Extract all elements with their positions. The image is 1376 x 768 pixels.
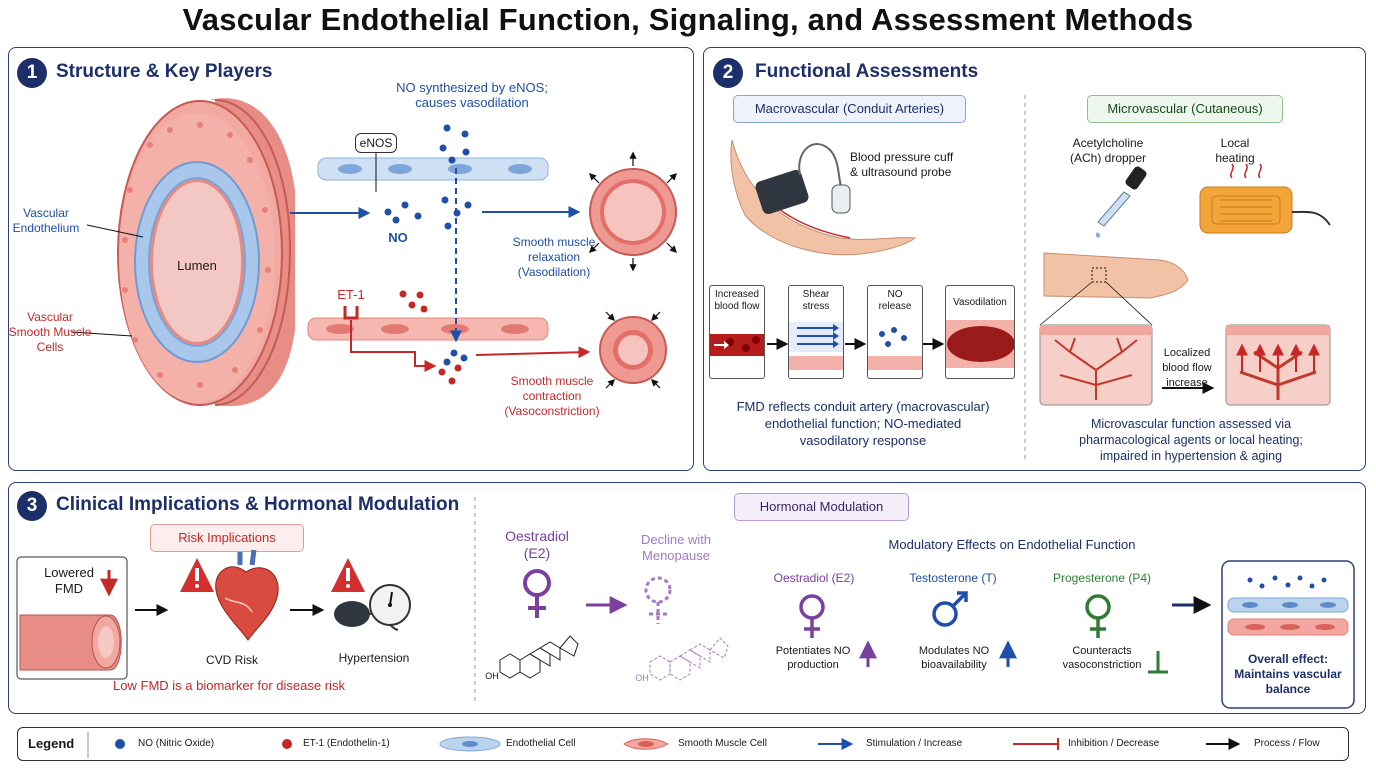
microvessel-after (1225, 324, 1331, 406)
hormone-effect-oestradiol: Potentiates NO production (775, 645, 851, 671)
legend-symbols (87, 732, 1241, 758)
panel-2-title: Functional Assessments (755, 61, 979, 82)
oestradiol-label: Oestradiol (E2) (505, 528, 569, 561)
hormone-name-progesterone: Progesterone (P4) (1052, 571, 1152, 585)
relaxation-label: Smooth muscle relaxation (Vasodilation) (512, 235, 596, 279)
cvd-risk-label: CVD Risk (205, 653, 258, 667)
forearm-micro (1039, 252, 1189, 326)
risk-implications-pill: Risk Implications (150, 524, 304, 552)
bp-monitor-icon (334, 584, 411, 631)
overall-effect-label: Overall effect: Maintains vascular balan… (1234, 652, 1342, 696)
macrovascular-pill: Macrovascular (Conduit Arteries) (733, 95, 966, 123)
legend-title: Legend (28, 736, 75, 751)
panel-2-number: 2 (713, 58, 743, 88)
warning-icon (180, 558, 214, 592)
ach-dropper-label: Acetylcholine (ACh) dropper (1069, 136, 1147, 165)
panel-1-title: Structure & Key Players (56, 61, 273, 82)
lumen-label: Lumen (177, 258, 217, 273)
inhibition-icon (1148, 651, 1168, 674)
microvessel-before (1039, 324, 1153, 406)
lowered-fmd-label: Lowered FMD (44, 565, 94, 596)
constricted-vessel-icon (599, 311, 667, 389)
fmd-description: FMD reflects conduit artery (macrovascul… (736, 399, 990, 448)
narrow-vessel-icon (19, 614, 122, 671)
panel-3-number: 3 (17, 491, 47, 521)
dilated-vessel-icon (588, 151, 678, 272)
oestradiol-symbol-icon (799, 594, 825, 638)
no-molecules (384, 124, 472, 366)
legend-endothelial-cell: Endothelial Cell (506, 738, 576, 749)
smooth-muscle-label: Vascular Smooth Muscle Cells (8, 310, 92, 354)
decline-menopause-label: Decline with Menopause (640, 532, 712, 563)
estradiol-structure-icon (499, 635, 579, 679)
step-increased-blood-flow: Increased blood flow (709, 285, 765, 379)
hormone-effect-testosterone: Modulates NO bioavailability (918, 645, 990, 671)
legend: Legend NO (Nitric Oxide) ET-1 (Endotheli… (17, 727, 1349, 761)
legend-no: NO (Nitric Oxide) (138, 738, 215, 749)
step-shear-stress: Shear stress (788, 285, 844, 379)
cuff-probe-label: Blood pressure cuff & ultrasound probe (850, 150, 954, 179)
heating-pad-icon (1199, 163, 1331, 234)
no-label: NO (388, 230, 408, 245)
oh-label: OH (485, 671, 499, 681)
testosterone-symbol-icon (932, 591, 968, 627)
hormone-effect-progesterone: Counteracts vasoconstriction (1062, 645, 1142, 671)
hormone-name-oestradiol: Oestradiol (E2) (773, 571, 855, 585)
endothelium-label: Vascular Endothelium (12, 206, 80, 235)
biomarker-text: Low FMD is a biomarker for disease risk (113, 678, 345, 693)
hormone-name-testosterone: Testosterone (T) (909, 571, 997, 585)
microvascular-description: Microvascular function assessed via phar… (1079, 417, 1303, 463)
legend-et1: ET-1 (Endothelin-1) (303, 738, 390, 749)
legend-stimulation: Stimulation / Increase (866, 738, 963, 749)
estradiol-faded-structure-icon (649, 637, 729, 681)
progesterone-symbol-icon (1085, 594, 1111, 638)
vessel-cross-section (117, 98, 295, 407)
panel-3-title: Clinical Implications & Hormonal Modulat… (56, 494, 460, 515)
female-symbol-icon (523, 569, 551, 618)
page-title: Vascular Endothelial Function, Signaling… (182, 2, 1194, 37)
hypertension-label: Hypertension (338, 651, 410, 665)
step-no-release: NO release (867, 285, 923, 379)
local-heating-label: Local heating (1215, 136, 1255, 165)
legend-process: Process / Flow (1254, 738, 1320, 749)
panel-1-number: 1 (17, 58, 47, 88)
warning-icon (331, 558, 365, 592)
microvascular-pill: Microvascular (Cutaneous) (1087, 95, 1283, 123)
no-synthesized-label: NO synthesized by eNOS; causes vasodilat… (396, 80, 548, 110)
step-vasodilation: Vasodilation (945, 285, 1015, 379)
localized-blood-flow-label: Localized blood flow increase (1162, 347, 1212, 389)
hormonal-modulation-pill: Hormonal Modulation (734, 493, 909, 521)
et1-label: ET-1 (337, 287, 365, 302)
legend-smooth-muscle-cell: Smooth Muscle Cell (678, 738, 767, 749)
dropper-icon (1095, 166, 1147, 238)
heart-icon (215, 549, 279, 641)
contraction-label: Smooth muscle contraction (Vasoconstrict… (504, 374, 600, 418)
legend-inhibition: Inhibition / Decrease (1068, 738, 1160, 749)
enos-label: eNOS (355, 133, 397, 153)
smooth-muscle-layer (307, 317, 549, 341)
arm-with-cuff (730, 139, 917, 256)
oh-faded-label: OH (635, 673, 649, 683)
modulatory-effects-title: Modulatory Effects on Endothelial Functi… (888, 537, 1136, 552)
female-symbol-faded-icon (644, 576, 672, 624)
et1-molecules (399, 290, 462, 385)
